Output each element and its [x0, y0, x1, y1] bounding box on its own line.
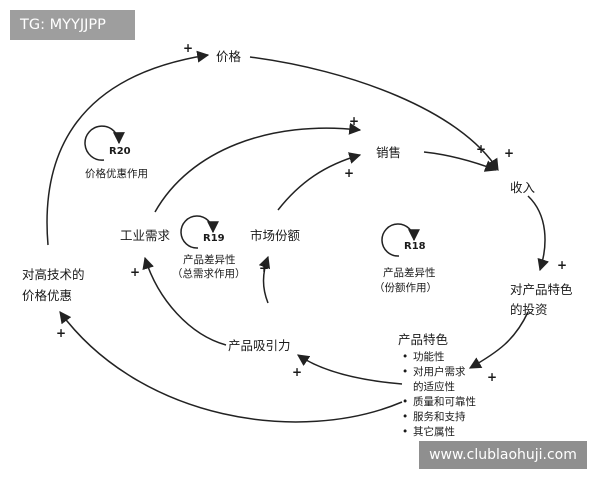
features-item: 质量和可靠性	[413, 395, 476, 408]
polarity-sign: +	[56, 326, 66, 340]
loop-r19-id: R19	[203, 233, 225, 244]
arrow-market-share-to-sales	[277, 152, 362, 211]
loop-r18-id: R18	[404, 241, 426, 252]
loop-r19-label: 产品差异性	[183, 253, 236, 266]
node-feature-investment: 的投资	[510, 302, 548, 317]
features-bullet: •	[402, 411, 408, 423]
arrow-investment-to-features	[468, 311, 529, 369]
polarity-sign: +	[476, 142, 486, 156]
features-bullet: •	[402, 366, 408, 378]
polarity-sign: +	[183, 41, 193, 55]
node-tech-price-advantage: 价格优惠	[22, 288, 72, 303]
loop-r19-label: （总需求作用）	[172, 267, 246, 280]
node-price: 价格	[216, 49, 242, 64]
polarity-sign: +	[292, 365, 302, 379]
node-product-features-title: 产品特色	[398, 332, 449, 347]
arrow-features-to-tech-advantage	[59, 311, 403, 423]
polarity-sign: +	[349, 114, 359, 128]
features-item: 其它属性	[413, 425, 455, 438]
source-tag: TG: MYYJJPP	[10, 10, 135, 40]
loop-r18-circle	[381, 223, 420, 257]
watermark-banner: www.clublaohuji.com	[419, 441, 587, 469]
node-revenue: 收入	[510, 180, 536, 195]
arrow-tech-advantage-to-price	[46, 50, 210, 246]
loop-r20-circle	[84, 125, 125, 161]
polarity-sign: +	[344, 166, 354, 180]
loop-r18-label: （份额作用）	[374, 281, 437, 294]
polarity-sign: +	[557, 258, 567, 272]
features-bullet: •	[402, 426, 408, 438]
polarity-sign: +	[487, 370, 497, 384]
node-tech-price-advantage: 对高技术的	[22, 267, 85, 282]
polarity-sign: +	[504, 146, 514, 160]
arrow-attractiveness-to-market-share	[258, 255, 271, 304]
arrow-industry-demand-to-sales	[154, 122, 362, 213]
loop-r18-label: 产品差异性	[383, 266, 436, 279]
node-industry-demand: 工业需求	[120, 228, 171, 243]
features-item: 的适应性	[413, 380, 455, 393]
features-item: 功能性	[413, 350, 445, 363]
node-attractiveness: 产品吸引力	[228, 338, 291, 353]
features-bullet: •	[402, 396, 408, 408]
node-feature-investment: 对产品特色	[510, 282, 573, 297]
arrow-attractiveness-to-industry-demand	[142, 256, 227, 346]
features-item: 对用户需求	[413, 365, 466, 378]
features-item: 服务和支持	[413, 410, 466, 423]
arrow-revenue-to-investment	[527, 195, 550, 272]
arrow-sales-to-revenue	[423, 151, 498, 172]
loop-r19-circle	[180, 215, 219, 249]
arrow-features-to-attractiveness	[297, 354, 403, 385]
polarity-sign: +	[130, 265, 140, 279]
arrow-price-to-revenue	[249, 56, 499, 172]
loop-r20-id: R20	[109, 146, 131, 157]
node-market-share: 市场份额	[250, 228, 301, 243]
node-sales: 销售	[376, 145, 401, 160]
features-bullet: •	[402, 351, 408, 363]
loop-r20-label: 价格优惠作用	[85, 167, 148, 180]
polarity-sign: +	[259, 261, 269, 275]
